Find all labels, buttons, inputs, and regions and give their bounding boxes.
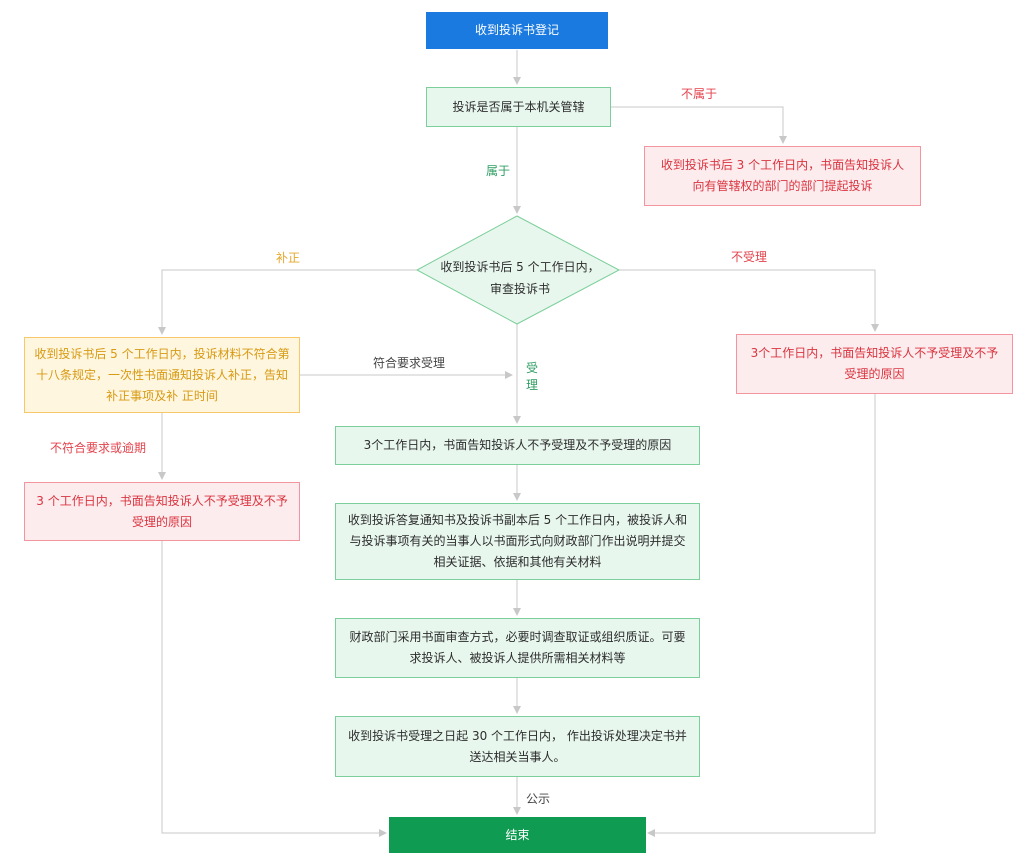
edge-label-correction: 补正 (276, 251, 301, 265)
edge-label-not-accept: 不受理 (731, 250, 768, 264)
edge-label-not-meet-or-overdue: 不符合要求或逾期 (50, 441, 147, 455)
not-jurisdiction-result-node: 收到投诉书后 3 个工作日内，书面告知投诉人 向有管辖权的部门的部门提起投诉 (644, 146, 921, 206)
decision-node: 收到投诉书受理之日起 30 个工作日内， 作出投诉处理决定书并送达相关当事人。 (335, 716, 700, 777)
edge-label-belong: 属于 (486, 164, 511, 178)
start-node: 收到投诉书登记 (426, 12, 608, 49)
edge-correction (158, 269, 418, 335)
edge-label-not-belong: 不属于 (681, 87, 718, 101)
review-decision-diamond (415, 215, 621, 325)
correction-fail-result-node: 3 个工作日内，书面告知投诉人不予受理及不予受理的原因 (24, 482, 300, 541)
edge-right-to-end (647, 394, 876, 837)
edge-left-to-end (161, 541, 387, 837)
correction-node: 收到投诉书后 5 个工作日内，投诉材料不符合第十八条规定，一次性书面通知投诉人补… (24, 337, 300, 413)
not-accepted-result-node: 3个工作日内，书面告知投诉人不予受理及不予受理的原因 (736, 334, 1013, 394)
respondent-reply-node: 收到投诉答复通知书及投诉书副本后 5 个工作日内，被投诉人和与投诉事项有关的当事… (335, 503, 700, 580)
end-node: 结束 (389, 817, 646, 853)
edge-label-publicize: 公示 (526, 792, 551, 806)
edge-not-belong (611, 106, 787, 144)
jurisdiction-check-node: 投诉是否属于本机关管辖 (426, 87, 611, 127)
edge-label-meets-requirements: 符合要求受理 (373, 356, 446, 370)
review-decision-text: 收到投诉书后 5 个工作日内，审查投诉书 (440, 260, 600, 296)
accept-notice-node: 3个工作日内，书面告知投诉人不予受理及不予受理的原因 (335, 426, 700, 465)
edge-label-accept: 受 理 (526, 361, 539, 392)
edge-not-accept (618, 269, 879, 332)
investigation-node: 财政部门采用书面审查方式，必要时调查取证或组织质证。可要求投诉人、被投诉人提供所… (335, 618, 700, 678)
